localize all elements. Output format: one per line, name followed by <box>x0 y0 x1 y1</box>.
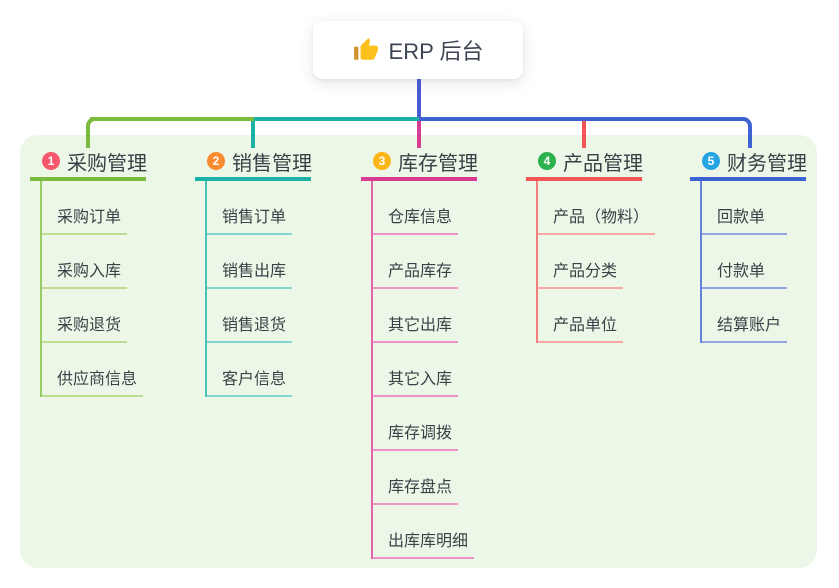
connector-bus-finance <box>419 117 744 121</box>
branch-label: 库存管理 <box>398 152 478 175</box>
child-node[interactable]: 销售订单 <box>207 181 293 235</box>
thumbs-up-icon <box>353 38 378 60</box>
child-node[interactable]: 仓库信息 <box>373 181 459 235</box>
branch-children: 回款单付款单结算账户 <box>700 181 788 343</box>
root-node[interactable]: ERP 后台 <box>313 21 523 79</box>
connector-drop-inventory <box>417 121 421 148</box>
child-node[interactable]: 销售出库 <box>207 235 293 289</box>
branch-label: 采购管理 <box>67 152 147 175</box>
branch-sales: 2 销售管理 销售订单销售出库销售退货客户信息 <box>195 150 312 397</box>
branches-panel <box>20 135 817 568</box>
branch-node-inventory[interactable]: 3 库存管理 <box>361 150 478 181</box>
connector-bus-purchase <box>90 117 254 121</box>
branch-node-purchase[interactable]: 1 采购管理 <box>30 150 147 181</box>
branch-label: 销售管理 <box>232 152 312 175</box>
branch-children: 采购订单采购入库采购退货供应商信息 <box>40 181 144 397</box>
child-node[interactable]: 库存调拨 <box>373 397 459 451</box>
branch-label: 产品管理 <box>563 152 643 175</box>
child-node[interactable]: 客户信息 <box>207 343 293 397</box>
child-node[interactable]: 产品（物料） <box>538 181 656 235</box>
connector-root-stem <box>417 79 421 119</box>
connector-drop-sales <box>251 121 255 148</box>
connector-bend-purchase <box>86 117 102 148</box>
child-node[interactable]: 产品单位 <box>538 289 624 343</box>
root-label: ERP 后台 <box>388 39 484 64</box>
child-node[interactable]: 回款单 <box>702 181 787 235</box>
connector-bus-sales <box>254 117 419 121</box>
child-node[interactable]: 其它出库 <box>373 289 459 343</box>
child-node[interactable]: 销售退货 <box>207 289 293 343</box>
branch-children: 仓库信息产品库存其它出库其它入库库存调拨库存盘点出库库明细 <box>371 181 475 559</box>
branch-node-finance[interactable]: 5 财务管理 <box>690 150 807 181</box>
child-node[interactable]: 结算账户 <box>702 289 788 343</box>
branch-index-badge: 1 <box>42 152 60 170</box>
branch-inventory: 3 库存管理 仓库信息产品库存其它出库其它入库库存调拨库存盘点出库库明细 <box>361 150 478 559</box>
branch-children: 产品（物料）产品分类产品单位 <box>536 181 656 343</box>
branch-purchase: 1 采购管理 采购订单采购入库采购退货供应商信息 <box>30 150 147 397</box>
branch-product: 4 产品管理 产品（物料）产品分类产品单位 <box>526 150 656 343</box>
child-node[interactable]: 采购订单 <box>42 181 128 235</box>
child-node[interactable]: 付款单 <box>702 235 787 289</box>
branch-index-badge: 3 <box>373 152 391 170</box>
child-node[interactable]: 出库库明细 <box>373 505 475 559</box>
child-node[interactable]: 库存盘点 <box>373 451 459 505</box>
child-node[interactable]: 采购入库 <box>42 235 128 289</box>
branch-node-sales[interactable]: 2 销售管理 <box>195 150 312 181</box>
branch-children: 销售订单销售出库销售退货客户信息 <box>205 181 293 397</box>
child-node[interactable]: 采购退货 <box>42 289 128 343</box>
branch-label: 财务管理 <box>727 152 807 175</box>
branch-index-badge: 4 <box>538 152 556 170</box>
connector-drop-product <box>582 121 586 148</box>
connector-bend-finance <box>737 117 752 148</box>
child-node[interactable]: 供应商信息 <box>42 343 144 397</box>
branch-index-badge: 5 <box>702 152 720 170</box>
branch-node-product[interactable]: 4 产品管理 <box>526 150 643 181</box>
branch-finance: 5 财务管理 回款单付款单结算账户 <box>690 150 807 343</box>
child-node[interactable]: 产品分类 <box>538 235 624 289</box>
branch-index-badge: 2 <box>207 152 225 170</box>
child-node[interactable]: 其它入库 <box>373 343 459 397</box>
child-node[interactable]: 产品库存 <box>373 235 459 289</box>
